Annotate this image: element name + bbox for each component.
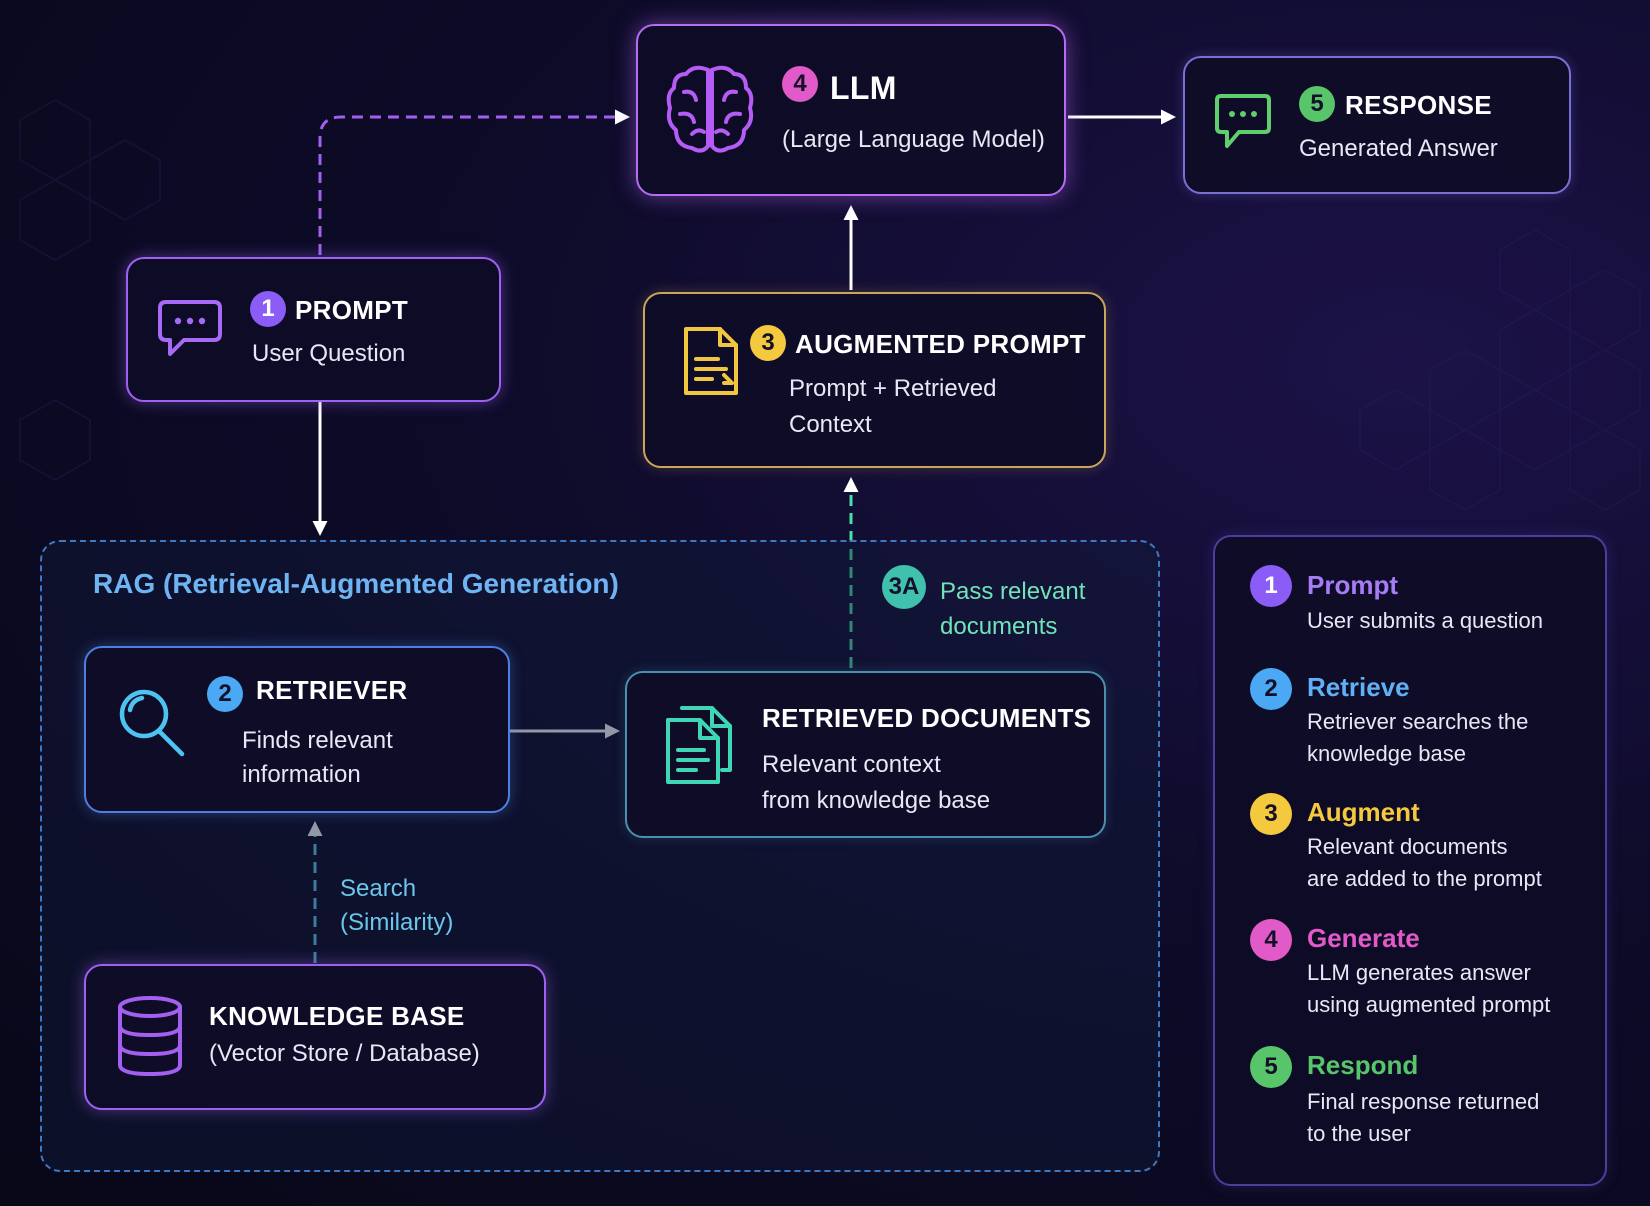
step-badge-3a: 3A: [882, 565, 926, 609]
legend-badge-1: 1: [1250, 565, 1292, 607]
legend-badge-4: 4: [1250, 919, 1292, 961]
knowledge-base-node: [84, 964, 546, 1110]
augmented-prompt-title: AUGMENTED PROMPT: [795, 329, 1086, 359]
step-badge-2: 2: [207, 676, 243, 712]
pass-edge-label: Pass relevant documents: [940, 574, 1085, 644]
pass-label-line-1: Pass relevant: [940, 578, 1086, 605]
legend-desc-2b: knowledge base: [1307, 741, 1467, 766]
knowledge-base-title: KNOWLEDGE BASE: [209, 1001, 465, 1031]
step-badge-1: 1: [250, 291, 286, 327]
prompt-subtitle: User Question: [252, 340, 406, 367]
legend-title-5: Respond: [1307, 1050, 1419, 1080]
response-title: RESPONSE: [1345, 90, 1492, 120]
retriever-title: RETRIEVER: [256, 675, 408, 705]
step-badge-4: 4: [782, 66, 818, 102]
rag-group-title: RAG (Retrieval-Augmented Generation): [93, 568, 619, 599]
augmented-prompt-node: [643, 292, 1106, 468]
magnifier-icon: [119, 689, 185, 757]
prompt-node: [126, 257, 501, 402]
legend-title-3: Augment: [1307, 797, 1420, 827]
legend-desc-5a: Final response returned: [1307, 1089, 1540, 1114]
search-label-line-1: Search: [340, 875, 417, 902]
legend-desc-3a: Relevant documents: [1307, 834, 1508, 859]
legend-badge-2: 2: [1250, 668, 1292, 710]
chat-bubble-icon: [158, 300, 222, 356]
retrieved-documents-node: [625, 671, 1106, 838]
retriever-subtitle-line-2: information: [242, 761, 361, 788]
search-label-line-2: (Similarity): [340, 909, 454, 936]
legend-badge-3: 3: [1250, 793, 1292, 835]
documents-icon: [666, 706, 732, 784]
legend-desc-5b: to the user: [1307, 1121, 1411, 1146]
pass-label-line-2: documents: [940, 613, 1058, 640]
response-node: [1183, 56, 1571, 194]
retrieved-documents-subtitle-line-2: from knowledge base: [762, 787, 991, 814]
augmented-prompt-subtitle-line-1: Prompt + Retrieved: [789, 375, 997, 402]
llm-title: LLM: [830, 70, 897, 106]
retriever-node: [84, 646, 510, 813]
chat-bubble-icon: [1215, 94, 1271, 148]
retriever-subtitle-line-1: Finds relevant: [242, 727, 393, 754]
legend-desc-3b: are added to the prompt: [1307, 866, 1542, 891]
response-subtitle: Generated Answer: [1299, 135, 1498, 162]
step-badge-3: 3: [750, 325, 786, 361]
legend-badge-5: 5: [1250, 1046, 1292, 1088]
database-icon: [118, 996, 182, 1077]
augmented-prompt-subtitle-line-2: Context: [789, 411, 872, 438]
legend-desc-1: User submits a question: [1307, 608, 1543, 633]
document-icon: [684, 327, 738, 395]
brain-icon: [666, 65, 754, 153]
llm-subtitle: (Large Language Model): [782, 126, 1045, 153]
legend-title-4: Generate: [1307, 923, 1420, 953]
search-edge-label: Search (Similarity): [340, 872, 453, 940]
retrieved-documents-subtitle-line-1: Relevant context: [762, 751, 941, 778]
legend-desc-2a: Retriever searches the: [1307, 709, 1529, 734]
legend-desc-4b: using augmented prompt: [1307, 992, 1551, 1017]
legend-title-2: Retrieve: [1307, 672, 1410, 702]
legend-title-1: Prompt: [1307, 570, 1398, 600]
legend-desc-4a: LLM generates answer: [1307, 960, 1531, 985]
retrieved-documents-title: RETRIEVED DOCUMENTS: [762, 703, 1092, 733]
prompt-title: PROMPT: [295, 295, 409, 325]
step-badge-5: 5: [1299, 86, 1335, 122]
knowledge-base-subtitle: (Vector Store / Database): [209, 1040, 480, 1067]
